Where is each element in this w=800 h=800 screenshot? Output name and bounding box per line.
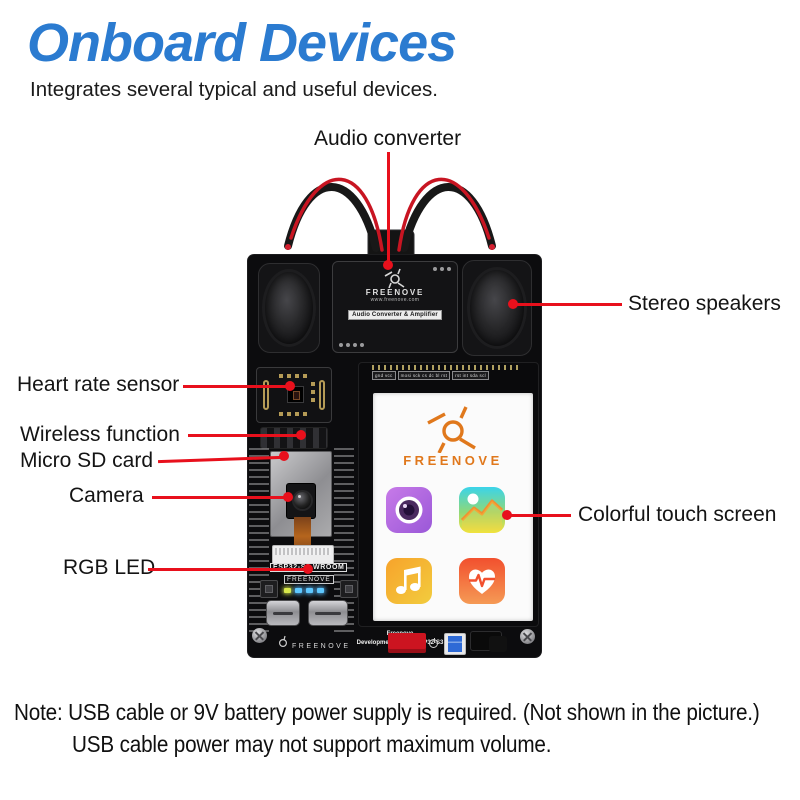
leader-camera xyxy=(152,496,286,499)
leader-dot xyxy=(296,430,306,440)
pin-group-label: mosi sck cs dc bl rst xyxy=(397,371,451,380)
left-speaker xyxy=(258,263,320,353)
usb-c-port-1 xyxy=(266,600,300,626)
touch-screen-bezel: gnd vcc mosi sck cs dc bl rst rst int sd… xyxy=(358,362,539,627)
audio-module-website: www.freenove.com xyxy=(370,297,420,303)
right-speaker-cone xyxy=(467,267,527,349)
music-app-icon xyxy=(386,558,432,604)
leader-wireless-function xyxy=(188,434,300,437)
blue-sticker xyxy=(444,633,466,655)
pin-group-label: rst int sda scl xyxy=(452,371,489,380)
pin-group-label: gnd vcc xyxy=(372,371,396,380)
leader-heart-rate-sensor xyxy=(183,385,289,388)
leader-dot xyxy=(383,260,393,270)
label-touch-screen: Colorful touch screen xyxy=(578,503,777,526)
label-camera: Camera xyxy=(69,484,144,507)
screw xyxy=(520,629,535,644)
reset-button xyxy=(260,580,278,598)
red-component xyxy=(388,633,426,653)
leader-audio-converter xyxy=(387,152,390,266)
fpc-connector xyxy=(272,545,334,565)
label-heart-rate-sensor: Heart rate sensor xyxy=(17,373,180,396)
board-brand-text: FREENOVE xyxy=(292,643,351,650)
rgb-led xyxy=(317,588,324,593)
touch-screen-display: FREENOVE xyxy=(373,393,533,621)
page-subtitle: Integrates several typical and useful de… xyxy=(30,78,438,101)
label-stereo-speakers: Stereo speakers xyxy=(628,292,781,315)
note-line-1: Note: USB cable or 9V battery power supp… xyxy=(14,699,760,725)
leader-dot xyxy=(303,564,313,574)
power-symbol-icon xyxy=(429,638,438,648)
label-micro-sd-card: Micro SD card xyxy=(20,449,154,472)
screen-pin-labels: gnd vcc mosi sck cs dc bl rst rst int sd… xyxy=(372,371,489,380)
freenove-logo-icon xyxy=(278,635,288,648)
power-switch xyxy=(470,631,507,652)
rgb-led-row xyxy=(284,588,324,593)
label-wireless-function: Wireless function xyxy=(20,423,180,446)
screen-brand-text: FREENOVE xyxy=(403,453,503,468)
freenove-logo-icon xyxy=(427,406,476,453)
label-audio-converter: Audio converter xyxy=(314,127,462,150)
wifi-antenna xyxy=(260,427,328,449)
leader-dot xyxy=(508,299,518,309)
boot-button xyxy=(340,580,358,598)
right-speaker xyxy=(462,260,532,356)
gallery-app-icon xyxy=(459,487,505,533)
leader-touch-screen xyxy=(507,514,571,517)
leader-stereo-speakers xyxy=(513,303,622,306)
camera-app-icon xyxy=(386,487,432,533)
screen-pin-dots xyxy=(372,365,522,370)
rgb-led xyxy=(306,588,313,593)
leader-dot xyxy=(283,492,293,502)
leader-rgb-led xyxy=(148,568,308,571)
screw xyxy=(252,628,267,643)
page-title: Onboard Devices xyxy=(27,13,457,73)
note-line-2: USB cable power may not support maximum … xyxy=(72,731,552,757)
rgb-led xyxy=(295,588,302,593)
usb-c-port-2 xyxy=(308,600,348,626)
freenove-logo-icon xyxy=(384,268,405,289)
chip-brand-label: FREENOVE xyxy=(284,575,334,584)
heart-rate-sensor-module xyxy=(256,367,332,423)
solder-pads xyxy=(433,267,451,271)
dev-board: FREENOVE www.freenove.com Audio Converte… xyxy=(248,255,541,657)
audio-converter-module: FREENOVE www.freenove.com Audio Converte… xyxy=(332,261,458,353)
left-speaker-cone xyxy=(262,269,316,347)
leader-dot xyxy=(502,510,512,520)
audio-module-label: Audio Converter & Amplifier xyxy=(348,310,442,320)
camera-flex-cable xyxy=(294,517,311,549)
audio-module-brand: FREENOVE xyxy=(365,288,425,297)
lens-glint xyxy=(298,495,301,498)
mount-slot xyxy=(263,380,269,410)
camera-lens xyxy=(294,492,311,509)
mount-slot xyxy=(319,380,325,410)
status-led xyxy=(284,588,291,593)
leader-dot xyxy=(285,381,295,391)
solder-pads xyxy=(339,343,364,347)
label-rgb-led: RGB LED xyxy=(63,556,156,579)
leader-dot xyxy=(279,451,289,461)
health-app-icon xyxy=(459,558,505,604)
